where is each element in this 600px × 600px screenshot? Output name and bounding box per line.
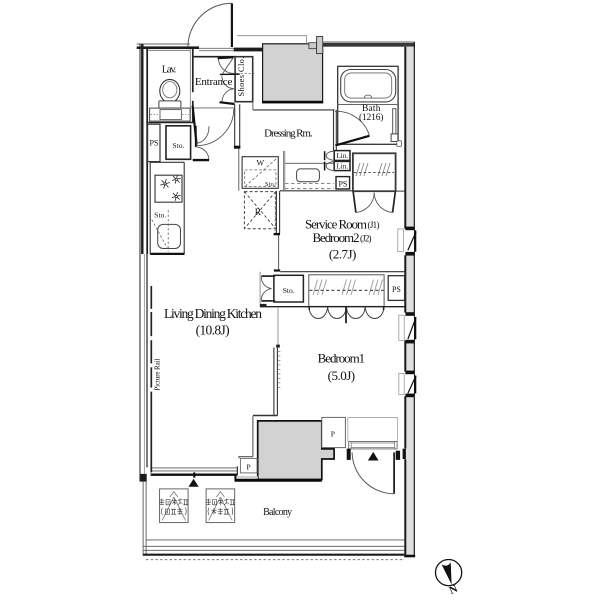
svg-text:Entrance: Entrance <box>195 76 233 88</box>
svg-text:P: P <box>331 429 335 438</box>
svg-text:(J2): (J2) <box>360 234 372 244</box>
svg-text:PS: PS <box>338 179 347 188</box>
svg-text:Balcony: Balcony <box>263 507 292 518</box>
svg-text:Dressing Rm.: Dressing Rm. <box>264 128 313 140</box>
svg-text:Bedroom2: Bedroom2 <box>313 230 360 245</box>
svg-text:(10.8J): (10.8J) <box>196 322 230 337</box>
svg-text:(2.7J): (2.7J) <box>329 247 357 262</box>
svg-text:Bedroom1: Bedroom1 <box>318 350 366 365</box>
svg-text:Sto.: Sto. <box>154 210 166 219</box>
svg-text:Shoes Clo.: Shoes Clo. <box>236 57 246 97</box>
svg-text:Sto.: Sto. <box>283 286 295 295</box>
svg-text:R: R <box>255 208 262 218</box>
svg-text:Service Room: Service Room <box>305 216 367 231</box>
svg-text:Sto.: Sto. <box>172 141 184 150</box>
svg-text:Picture Rail: Picture Rail <box>153 359 161 391</box>
svg-text:(5.0J): (5.0J) <box>328 368 356 383</box>
svg-text:Bath: Bath <box>362 104 381 114</box>
svg-text:W: W <box>257 158 265 167</box>
svg-text:Lin.: Lin. <box>336 163 348 171</box>
svg-text:Sto.: Sto. <box>265 181 276 188</box>
svg-text:(1216): (1216) <box>359 112 384 123</box>
svg-text:P: P <box>247 462 251 471</box>
svg-text:Lin.: Lin. <box>336 152 348 160</box>
svg-text:Lav.: Lav. <box>162 64 177 75</box>
svg-text:Living Dining Kitchen: Living Dining Kitchen <box>164 306 262 321</box>
svg-text:PS: PS <box>392 285 401 294</box>
svg-text:PS: PS <box>149 138 158 147</box>
svg-text:(J1): (J1) <box>368 220 380 230</box>
